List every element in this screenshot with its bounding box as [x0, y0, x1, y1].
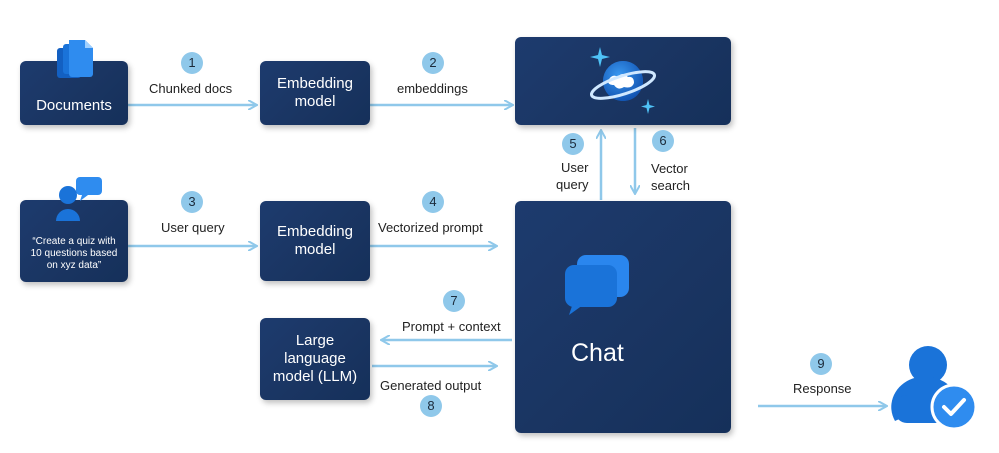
step-9-label: Response [793, 381, 852, 396]
step-5-label-line2: query [556, 177, 589, 192]
chat-bubbles-icon [56, 177, 102, 221]
step-4-label: Vectorized prompt [378, 220, 483, 235]
step-6-label-line1: Vector [651, 161, 688, 176]
vector-database-box [515, 37, 731, 125]
step-5-badge: 5 [562, 133, 584, 155]
step-1-label: Chunked docs [149, 81, 233, 96]
step-2-badge: 2 [422, 52, 444, 74]
documents-label: Documents [36, 97, 112, 114]
step-5-label-line1: User [561, 160, 589, 175]
chat-icon [565, 255, 629, 315]
step-9-badge: 9 [810, 353, 832, 375]
step-6-label-line2: search [651, 178, 691, 193]
step-1-badge: 1 [181, 52, 203, 74]
embedding-model-label-1: Embedding model [277, 75, 353, 110]
chat-label: Chat [571, 339, 624, 367]
step-7-badge: 7 [443, 290, 465, 312]
llm-label: Large language model (LLM) [272, 332, 358, 385]
step-2-label: embeddings [397, 81, 468, 96]
step-3-badge: 3 [181, 191, 203, 213]
step-7-label: Prompt + context [402, 319, 501, 334]
embedding-model-box-2: Embedding model [260, 201, 370, 281]
user-query-text: “Create a quiz with 10 questions based o… [30, 236, 118, 271]
embedding-model-box-1: Embedding model [260, 61, 370, 125]
chat-box: Chat [515, 201, 731, 433]
step-4-badge: 4 [422, 191, 444, 213]
documents-icon [57, 40, 93, 78]
step-8-badge: 8 [420, 395, 442, 417]
step-8-label: Generated output [380, 378, 482, 393]
cosmos-db-icon [589, 47, 657, 114]
user-check-icon [891, 346, 978, 431]
llm-box: Large language model (LLM) [260, 318, 370, 400]
step-6-badge: 6 [652, 130, 674, 152]
embedding-model-label-2: Embedding model [277, 223, 353, 258]
step-3-label: User query [161, 220, 225, 235]
